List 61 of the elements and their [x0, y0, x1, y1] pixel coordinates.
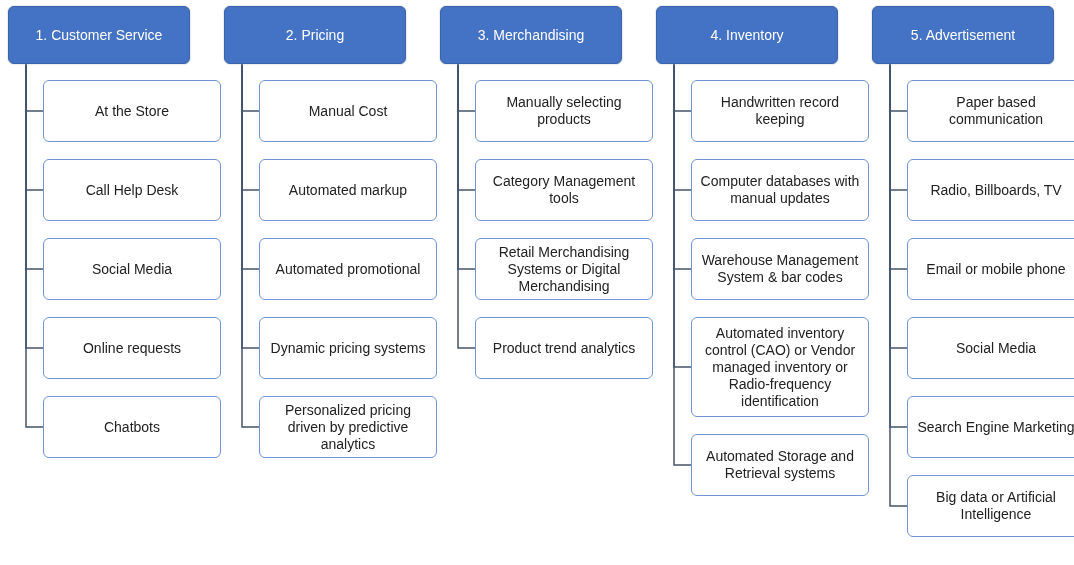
item-label: Social Media	[955, 339, 1037, 357]
item-box	[907, 80, 1074, 142]
item-box	[475, 80, 653, 142]
item-box	[259, 159, 437, 221]
item-box	[691, 238, 869, 300]
item-box	[691, 80, 869, 142]
item-box	[475, 159, 653, 221]
item-label: Social Media	[91, 260, 173, 278]
item-label: Search Engine Marketing	[917, 418, 1074, 436]
category-header-box	[656, 6, 838, 64]
item-label: Dynamic pricing systems	[270, 339, 426, 357]
item-label: Automated promotional	[275, 260, 421, 278]
item-label: Automated Storage and Retrieval systems	[705, 448, 855, 482]
item-label: Paper based communication	[947, 94, 1045, 128]
item-label: Radio, Billboards, TV	[930, 181, 1062, 199]
category-header-box	[440, 6, 622, 64]
item-box	[259, 80, 437, 142]
connector-line	[457, 63, 476, 349]
item-box	[43, 159, 221, 221]
item-box	[43, 396, 221, 458]
item-label: Manually selecting products	[505, 94, 623, 128]
item-box	[907, 238, 1074, 300]
item-box	[691, 159, 869, 221]
item-label: Category Management tools	[491, 173, 637, 207]
item-label: Automated inventory control (CAO) or Vendor managed inventory or Radio-frequency identification	[703, 324, 857, 410]
category-title: 5. Advertisement	[910, 26, 1016, 44]
item-label: Chatbots	[103, 418, 160, 436]
item-label: Warehouse Management System & bar codes	[700, 252, 860, 286]
category-header-box	[8, 6, 190, 64]
item-box	[43, 238, 221, 300]
item-label: Call Help Desk	[85, 181, 179, 199]
item-label: Big data or Artificial Intelligence	[935, 489, 1057, 523]
category-title: 3. Merchandising	[477, 26, 585, 44]
item-box	[475, 238, 653, 300]
item-box	[907, 475, 1074, 537]
category-header-box	[872, 6, 1054, 64]
item-label: At the Store	[95, 102, 169, 120]
category-title: 2. Pricing	[285, 26, 345, 44]
item-box	[43, 80, 221, 142]
item-label: Computer databases with manual updates	[699, 173, 861, 207]
item-box	[259, 317, 437, 379]
item-label: Product trend analytics	[492, 339, 636, 357]
category-header-box	[224, 6, 406, 64]
item-box	[691, 434, 869, 496]
item-label: Handwritten record keeping	[719, 94, 841, 128]
item-label: Retail Merchandising Systems or Digital Merchandising	[497, 243, 631, 295]
item-box	[43, 317, 221, 379]
item-label: Email or mobile phone	[926, 260, 1066, 278]
item-label: Manual Cost	[308, 102, 388, 120]
item-box	[259, 396, 437, 458]
item-label: Personalized pricing driven by predictive analytics	[283, 401, 413, 453]
item-box	[691, 317, 869, 417]
item-label: Automated markup	[288, 181, 408, 199]
item-box	[907, 159, 1074, 221]
item-box	[907, 317, 1074, 379]
item-box	[475, 317, 653, 379]
category-title: 4. Inventory	[710, 26, 784, 44]
item-label: Online requests	[82, 339, 182, 357]
item-box	[259, 238, 437, 300]
category-title: 1. Customer Service	[35, 26, 163, 44]
item-box	[907, 396, 1074, 458]
